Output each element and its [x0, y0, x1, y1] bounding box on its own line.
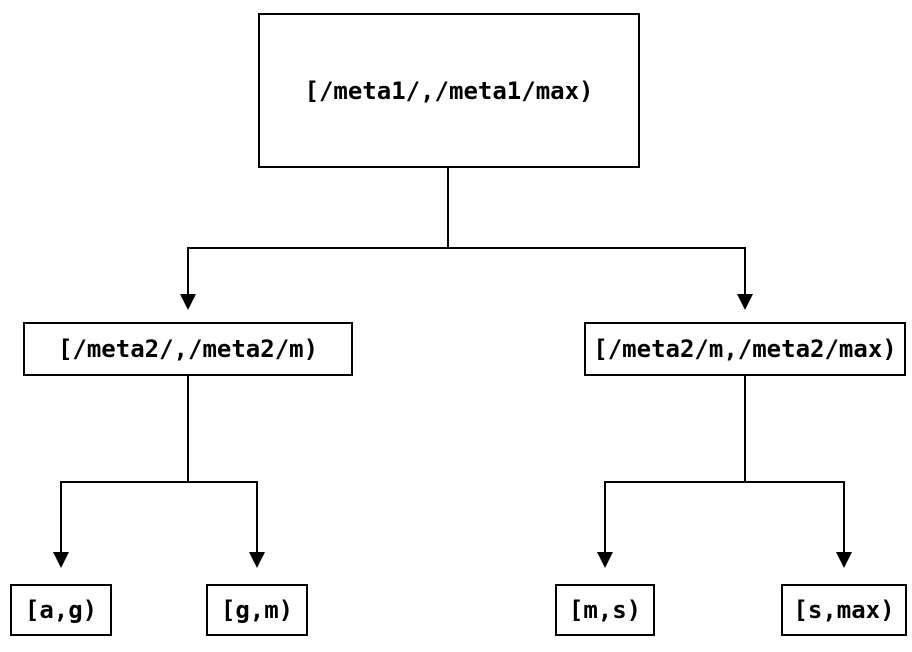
node-label: [a,g) — [24, 596, 98, 624]
node-leaf-s-max: [s,max) — [781, 584, 907, 636]
node-label: [g,m) — [220, 596, 294, 624]
node-label: [s,max) — [793, 596, 895, 624]
arrow-down-icon — [53, 552, 69, 568]
node-label: [m,s) — [568, 596, 642, 624]
arrow-down-icon — [737, 294, 753, 310]
node-leaf-g-m: [g,m) — [206, 584, 308, 636]
arrow-down-icon — [180, 294, 196, 310]
arrow-down-icon — [597, 552, 613, 568]
arrow-down-icon — [836, 552, 852, 568]
arrow-down-icon — [249, 552, 265, 568]
node-label: [/meta1/,/meta1/max) — [304, 76, 594, 105]
node-leaf-a-g: [a,g) — [10, 584, 112, 636]
node-leaf-m-s: [m,s) — [555, 584, 655, 636]
node-meta1-range: [/meta1/,/meta1/max) — [258, 13, 640, 168]
node-label: [/meta2/,/meta2/m) — [57, 335, 319, 363]
node-meta2-right-range: [/meta2/m,/meta2/max) — [584, 322, 906, 376]
node-meta2-left-range: [/meta2/,/meta2/m) — [23, 322, 353, 376]
node-label: [/meta2/m,/meta2/max) — [593, 335, 897, 363]
